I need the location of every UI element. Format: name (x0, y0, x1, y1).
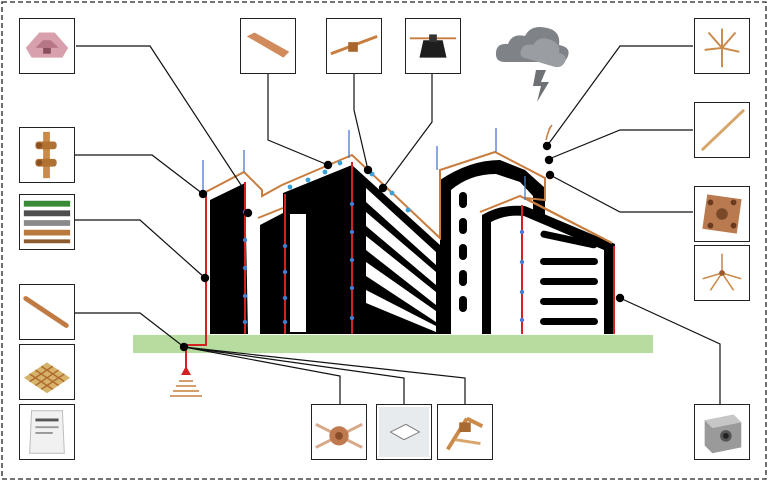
thumb-rod-coupler[interactable] (437, 404, 493, 460)
multi-point-air-terminal-icon (704, 28, 740, 68)
thumb-conductor-tapes[interactable] (19, 194, 75, 250)
rod-coupler-icon (446, 416, 484, 451)
thumb-concrete-block[interactable] (405, 18, 461, 74)
thumb-surge-counter[interactable] (694, 404, 750, 460)
building-center (352, 165, 440, 334)
roof-conductor-right (479, 194, 613, 244)
building-left (210, 165, 352, 334)
ground-strip (133, 335, 653, 353)
inspection-pit-icon (378, 406, 430, 458)
building-far-right (482, 205, 615, 334)
thumb-earth-rod[interactable] (19, 284, 75, 340)
fixing-dots (242, 201, 525, 325)
roof-conductor-lower (257, 207, 284, 219)
earth-electrode (170, 380, 202, 397)
copper-rod-icon (23, 296, 69, 328)
top-air-terminal (545, 124, 553, 141)
metal-box-icon (704, 414, 742, 454)
earth-arrow (181, 366, 191, 375)
thumb-air-terminal[interactable] (694, 18, 750, 74)
tape-clip-icon (330, 35, 378, 56)
thumb-inspection-pit[interactable] (376, 404, 432, 460)
thumb-air-rod[interactable] (694, 102, 750, 158)
air-rod-icon (701, 109, 745, 151)
air-rods (202, 128, 526, 200)
leader-lines (75, 45, 721, 404)
thumb-test-joint[interactable] (19, 127, 75, 183)
flat-copper-tape-icon (246, 32, 290, 58)
storm-cloud-icon (495, 27, 569, 102)
thumb-earth-mat[interactable] (19, 344, 75, 400)
copper-tapes-icon (23, 200, 71, 244)
pink-clamp-icon (25, 32, 69, 58)
thumb-cross-plate[interactable] (694, 186, 750, 242)
concrete-block-icon (409, 34, 457, 58)
thumb-tape-clip[interactable] (326, 18, 382, 74)
earth-grid-mat-icon (23, 362, 71, 394)
spider-air-terminal-icon (702, 253, 742, 291)
thumb-grid-clamp[interactable] (311, 404, 367, 460)
backfill-bag-icon (29, 410, 65, 454)
thumb-spider-terminal[interactable] (694, 245, 750, 301)
down-conductors (185, 162, 615, 372)
thumb-conductor-clamp[interactable] (19, 18, 75, 74)
thumb-backfill-bag[interactable] (19, 404, 75, 460)
copper-test-joint-icon (35, 131, 57, 179)
junction-dots (179, 141, 625, 352)
square-cross-plate-icon (702, 194, 742, 234)
grid-clamp-icon (315, 422, 363, 449)
roof-conductor (199, 150, 613, 244)
roof-clip-dots (287, 160, 411, 213)
thumb-flat-tape[interactable] (240, 18, 296, 74)
